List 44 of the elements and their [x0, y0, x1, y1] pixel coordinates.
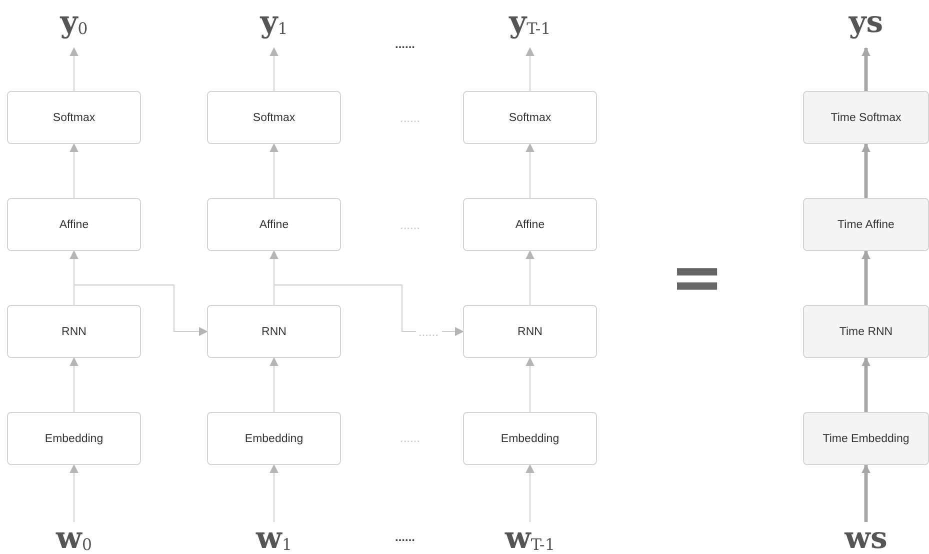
ellipsis: ...... — [400, 111, 420, 125]
arrow — [70, 47, 78, 92]
arrow — [270, 47, 278, 92]
layer-box: Affine — [7, 198, 141, 251]
layer-box: Affine — [207, 198, 341, 251]
arrow — [862, 357, 870, 412]
arrow — [270, 464, 278, 522]
arrow — [862, 250, 870, 305]
layer-box: Softmax — [463, 91, 597, 144]
arrow — [270, 143, 278, 198]
ellipsis: ...... — [395, 530, 415, 544]
equals-sign: = — [670, 246, 724, 310]
layer-box: Softmax — [207, 91, 341, 144]
layer-box: Embedding — [207, 412, 341, 465]
arrow — [70, 464, 78, 522]
arrow — [862, 464, 870, 522]
layer-box: Embedding — [7, 412, 141, 465]
arrow — [526, 357, 534, 412]
layer-box: Time RNN — [803, 305, 929, 358]
arrow — [862, 143, 870, 198]
arrow — [526, 143, 534, 198]
layer-box: RNN — [7, 305, 141, 358]
layer-box: Time Affine — [803, 198, 929, 251]
arrow — [526, 47, 534, 92]
arrow — [74, 284, 208, 336]
layer-box: Softmax — [7, 91, 141, 144]
input-label: ws — [844, 520, 888, 554]
arrow — [274, 284, 464, 336]
output-label: ys — [848, 4, 884, 40]
layer-box: Time Embedding — [803, 412, 929, 465]
arrow — [70, 357, 78, 412]
layer-box: Affine — [463, 198, 597, 251]
ellipsis: ...... — [400, 431, 420, 445]
arrow — [70, 143, 78, 198]
arrow — [526, 464, 534, 522]
layer-box: Embedding — [463, 412, 597, 465]
arrow — [270, 357, 278, 412]
layer-box: RNN — [207, 305, 341, 358]
layer-box: Time Softmax — [803, 91, 929, 144]
arrow — [526, 250, 534, 306]
ellipsis: ...... — [400, 218, 420, 232]
arrow — [862, 47, 870, 91]
ellipsis: ...... — [395, 37, 415, 51]
layer-box: RNN — [463, 305, 597, 358]
